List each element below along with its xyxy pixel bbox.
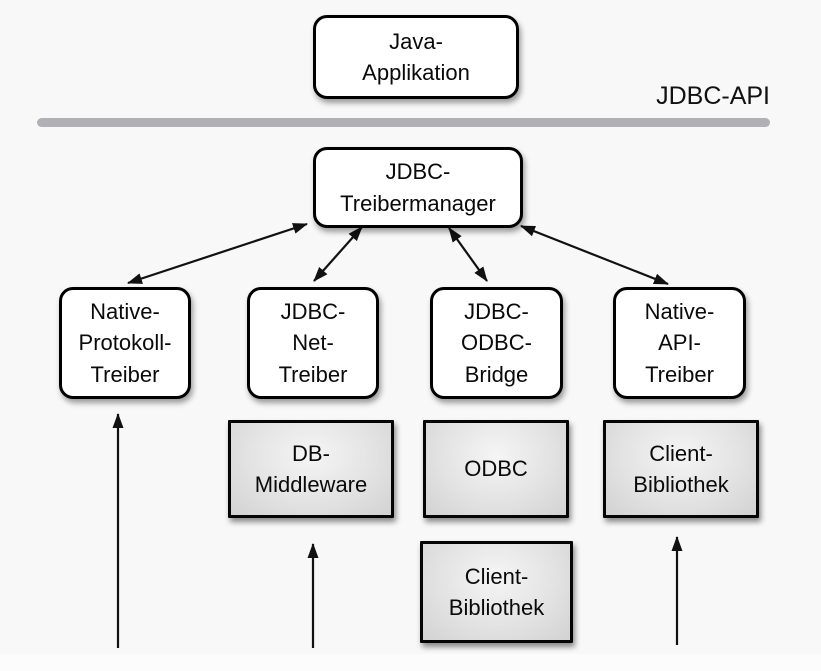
node-label: Client- Bibliothek bbox=[448, 563, 545, 620]
node-label: Client- Bibliothek bbox=[633, 440, 729, 497]
node-db-middleware: DB- Middleware bbox=[228, 420, 394, 518]
arrow-manager-to-jdbc-net bbox=[313, 226, 363, 282]
page-edge bbox=[0, 654, 821, 671]
node-label: DB- Middleware bbox=[254, 440, 368, 497]
arrow-manager-to-native-protokoll bbox=[127, 222, 308, 285]
node-java-applikation: Java- Applikation bbox=[313, 15, 519, 99]
node-native-protokoll-treiber: Native- Protokoll- Treiber bbox=[59, 287, 191, 399]
arrow-manager-to-native-api bbox=[520, 224, 669, 286]
node-native-api-treiber: Native- API- Treiber bbox=[613, 287, 746, 399]
node-label: ODBC bbox=[464, 456, 528, 482]
node-label: Native- Protokoll- Treiber bbox=[78, 299, 172, 387]
node-label: JDBC- ODBC- Bridge bbox=[461, 299, 532, 387]
node-jdbc-treibermanager: JDBC- Treibermanager bbox=[313, 147, 523, 228]
node-label: Java- Applikation bbox=[362, 28, 470, 85]
node-label: JDBC- Net- Treiber bbox=[278, 299, 348, 387]
arrow-manager-to-odbc-bridge bbox=[448, 227, 488, 282]
node-client-bibliothek-right: Client- Bibliothek bbox=[603, 420, 759, 518]
node-odbc: ODBC bbox=[423, 420, 569, 518]
jdbc-api-divider-line bbox=[37, 118, 770, 127]
node-client-bibliothek-bottom: Client- Bibliothek bbox=[420, 541, 573, 643]
node-jdbc-odbc-bridge: JDBC- ODBC- Bridge bbox=[430, 287, 563, 399]
node-jdbc-net-treiber: JDBC- Net- Treiber bbox=[247, 287, 379, 399]
node-label: Native- API- Treiber bbox=[644, 299, 715, 387]
jdbc-api-label: JDBC-API bbox=[656, 82, 770, 110]
node-label: JDBC- Treibermanager bbox=[340, 159, 496, 216]
